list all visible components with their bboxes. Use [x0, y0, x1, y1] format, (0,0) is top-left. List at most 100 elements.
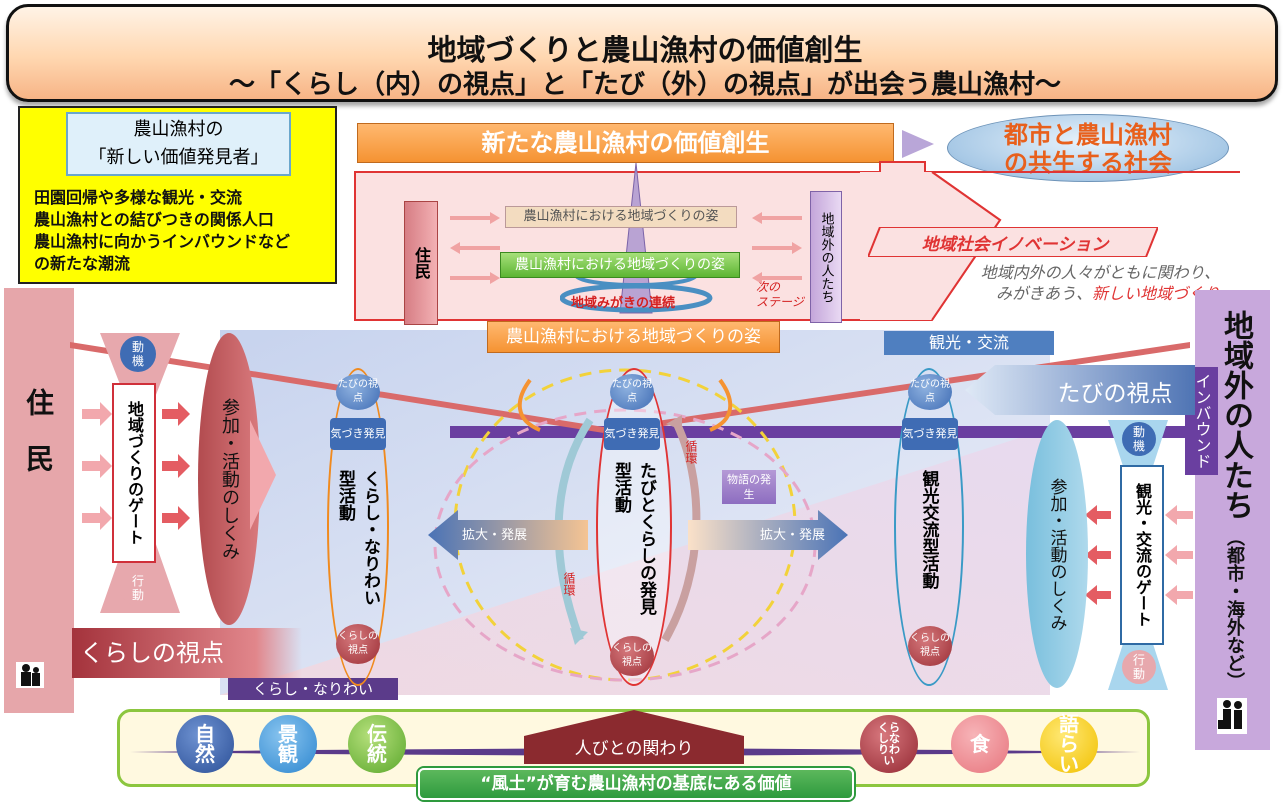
expand-right-arrow — [688, 510, 848, 560]
spiral-outsiders-pillar: 地域外の人たち — [810, 191, 842, 323]
stage-bar-middle: 農山漁村における地域づくりの姿 — [500, 252, 740, 278]
kanko-band: 観光・交流 — [884, 331, 1054, 355]
connection-shape — [524, 710, 744, 764]
outsiders-note: （都市・海外など） — [1224, 528, 1245, 690]
value-landscape-label: 景観 — [278, 722, 298, 766]
value-discoverers-label: 農山漁村の 「新しい価値発見者」 — [66, 112, 291, 176]
tourism-activity-ellipse — [894, 368, 964, 686]
cycle-bottom-text: 循環 — [562, 572, 576, 596]
trend-line: 農山漁村との結びつきの関係人口 — [34, 210, 274, 229]
kurashi-view-banner: くらしの視点 — [72, 628, 302, 678]
value-conversation-label: 語らい — [1059, 712, 1079, 776]
connection-label: 人びとの関わり — [574, 739, 694, 759]
page-title: 地域づくりと農山漁村の価値創生 — [427, 33, 863, 67]
value-livelihood-label: くらしなりわい — [878, 721, 900, 767]
discoverers-line1: 農山漁村の — [133, 119, 224, 140]
left-arrows — [82, 402, 190, 530]
symbiosis-line1: 都市と農山漁村 — [1004, 121, 1172, 149]
expand-right-label: 拡大・発展 — [760, 528, 826, 543]
value-food: 食 — [951, 715, 1009, 773]
cycle-label-bottom: 循環 — [562, 572, 576, 599]
next-stage-label: 次の ステージ — [756, 280, 804, 309]
right-action-badge: 行動 — [1122, 650, 1156, 684]
innovation-banner-shape — [868, 227, 1158, 257]
right-motive-badge: 動機 — [1122, 422, 1156, 456]
outsiders-label: 地域外の人たち — [1218, 310, 1253, 520]
stage-bar-top: 農山漁村における地域づくりの姿 — [505, 206, 737, 228]
left-action-badge: 行動 — [120, 570, 156, 606]
innovation-desc-line2: みがきあう、 — [995, 284, 1092, 303]
tabi-view-bubble: たびの視点 — [610, 374, 654, 410]
expand-left-label: 拡大・発展 — [462, 528, 528, 543]
innovation-desc-line1: 地域内外の人々がともに関わり、 — [980, 263, 1220, 282]
travelers-icon — [1217, 698, 1247, 734]
tabi-view-bubble: たびの視点 — [908, 374, 952, 410]
tabi-view-banner: たびの視点 — [1057, 381, 1173, 407]
story-generation-flag: 物語の発生 — [722, 470, 776, 504]
new-region-building: 新しい地域づくり — [1091, 284, 1220, 303]
cycle-top-text: 循環 — [684, 440, 698, 464]
awareness-tag: 気づき発見 — [330, 418, 386, 450]
right-mechanism-label: 参加・活動のしくみ — [1046, 477, 1067, 631]
outsiders-panel: 地域外の人たち （都市・海外など） — [1195, 290, 1270, 750]
value-livelihood: くらしなりわい — [860, 715, 918, 773]
kurashi-view-bubble: くらしの視点 — [610, 636, 654, 676]
cycle-label-top: 循環 — [684, 440, 698, 467]
tourism-gate-label: 観光・交流のゲート — [1133, 483, 1152, 627]
tabi-view-arrow — [965, 365, 1195, 415]
arrow-right-icon — [902, 130, 934, 158]
innovation-description: 地域内外の人々がともに関わり、 みがきあう、新しい地域づくり — [910, 262, 1220, 304]
spiral-arrows — [450, 212, 802, 284]
awareness-tag: 気づき発見 — [604, 418, 660, 450]
title-banner: 地域づくりと農山漁村の価値創生 ～「くらし（内）の視点」と「たび（外）の視点」が… — [6, 4, 1278, 102]
stage-bar-bottom: 農山漁村における地域づくりの姿 — [487, 321, 780, 353]
inbound-label: インバウンド — [1192, 373, 1212, 469]
spiral-residents-pillar: 住民 — [404, 201, 438, 325]
right-arrows — [1085, 505, 1193, 605]
trend-line: 農山漁村に向かうインバウンドなど — [34, 232, 291, 251]
left-participation-mechanism: 参加・活動のしくみ — [198, 333, 260, 625]
value-food-label: 食 — [970, 732, 990, 756]
kurashi-view-bubble: くらしの視点 — [908, 626, 952, 666]
discoverers-line2: 「新しい価値発見者」 — [88, 147, 269, 168]
value-nature-label: 自然 — [195, 722, 215, 766]
left-mechanism-label: 参加・活動のしくみ — [219, 398, 240, 560]
kurashi-activity-ellipse — [327, 368, 389, 686]
awareness-tag: 気づき発見 — [902, 418, 958, 450]
value-conversation: 語らい — [1040, 712, 1098, 776]
community-gate-label: 地域づくりのゲート — [125, 401, 144, 545]
expand-left-arrow — [428, 510, 588, 560]
spiral-residents-label: 住民 — [412, 247, 431, 279]
right-participation-mechanism: 参加・活動のしくみ — [1026, 420, 1088, 688]
continuous-polish-label: 地域みがきの連続 — [570, 296, 675, 311]
residents-people-icon — [16, 662, 44, 688]
kurashi-activity-label: くらし・なりわい型活動 — [335, 470, 380, 606]
left-motive-badge: 動機 — [120, 336, 156, 372]
left-mechanism-arrow — [250, 420, 276, 530]
right-motive-label: 動機 — [1132, 425, 1145, 453]
left-action-label: 行動 — [131, 574, 144, 602]
tourism-activity-label: 観光交流型活動 — [918, 470, 939, 589]
value-discoverers-box: 農山漁村の 「新しい価値発見者」 田園回帰や多様な観光・交流 農山漁村との結びつ… — [18, 106, 337, 284]
kurashi-band: くらし・なりわい — [228, 678, 398, 700]
residents-label: 住 民 — [22, 388, 55, 472]
trend-line: の新たな潮流 — [34, 254, 131, 273]
right-action-label: 行動 — [1132, 653, 1145, 681]
tourism-gate: 観光・交流のゲート — [1120, 465, 1164, 645]
residents-panel: 住 民 — [4, 288, 74, 713]
tabi-view-bubble: たびの視点 — [336, 374, 380, 410]
left-motive-label: 動機 — [131, 340, 144, 368]
value-nature: 自然 — [176, 715, 234, 773]
community-gate: 地域づくりのゲート — [112, 383, 156, 563]
innovation-banner: 地域社会イノベーション — [921, 235, 1109, 255]
discovery-activity-label: たびとくらしの発見型活動 — [611, 462, 656, 615]
tourism-activity: 観光交流型活動 — [904, 470, 954, 610]
value-tradition: 伝統 — [348, 715, 406, 773]
value-tradition-label: 伝統 — [367, 722, 387, 766]
value-creation-banner: 新たな農山漁村の価値創生 — [357, 123, 894, 163]
page-subtitle: ～「くらし（内）の視点」と「たび（外）の視点」が出会う農山漁村～ — [228, 70, 1061, 100]
kurashi-view-bubble: くらしの視点 — [336, 624, 380, 664]
kurashi-activity: くらし・なりわい型活動 — [335, 470, 381, 610]
spiral-outsiders-label: 地域外の人たち — [818, 211, 834, 303]
value-landscape: 景観 — [259, 715, 317, 773]
